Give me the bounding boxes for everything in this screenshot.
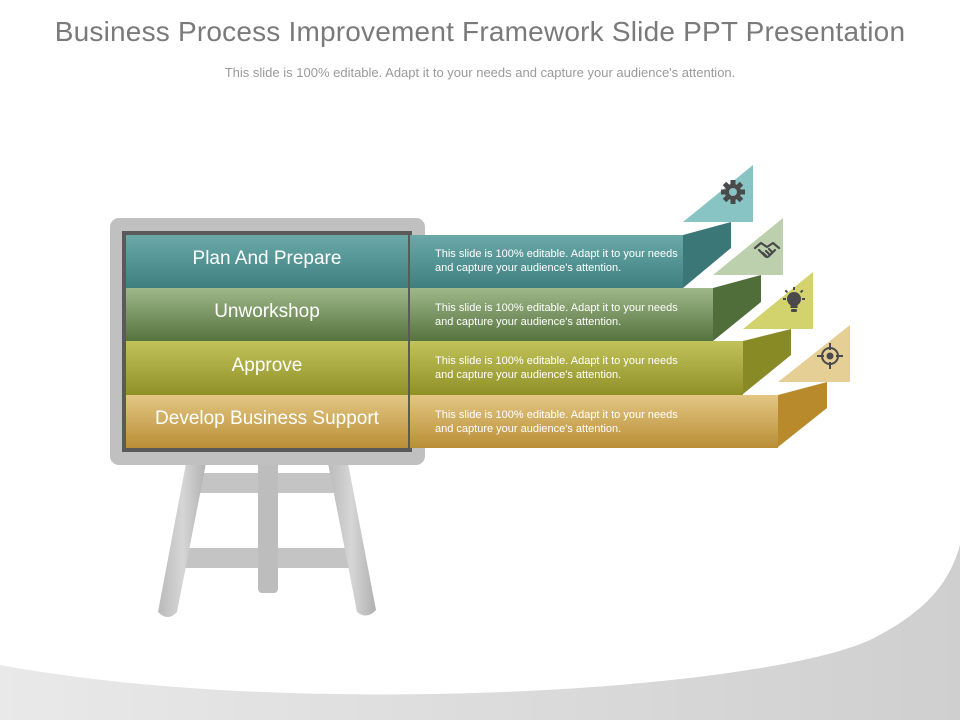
step-label-unworkshop: Unworkshop bbox=[214, 301, 320, 322]
ribbon-step-3 bbox=[410, 272, 813, 395]
handshake-icon bbox=[753, 241, 781, 259]
board-row-3 bbox=[126, 341, 408, 395]
slide-subtitle: This slide is 100% editable. Adapt it to… bbox=[224, 65, 736, 80]
step-label-develop-business-support: Develop Business Support bbox=[155, 408, 379, 429]
step-description-3: This slide is 100% editable. Adapt it to… bbox=[435, 355, 678, 381]
lightbulb-icon bbox=[783, 287, 805, 312]
gear-icon bbox=[721, 180, 745, 204]
step-description-4: This slide is 100% editable. Adapt it to… bbox=[435, 409, 678, 435]
board-row-2 bbox=[126, 288, 408, 341]
step-description-1: This slide is 100% editable. Adapt it to… bbox=[435, 248, 678, 274]
step-description-2: This slide is 100% editable. Adapt it to… bbox=[435, 302, 678, 328]
target-icon bbox=[817, 343, 843, 369]
easel-stand bbox=[158, 458, 376, 617]
ribbon-step-2 bbox=[410, 218, 783, 341]
board-row-4 bbox=[126, 395, 408, 448]
step-label-approve: Approve bbox=[231, 355, 303, 376]
step-label-plan-and-prepare: Plan And Prepare bbox=[192, 248, 342, 269]
ribbon-step-1 bbox=[410, 165, 753, 288]
slide-title: Business Process Improvement Framework S… bbox=[54, 16, 906, 47]
board-row-1 bbox=[126, 235, 408, 288]
ribbon-step-4 bbox=[410, 325, 850, 448]
